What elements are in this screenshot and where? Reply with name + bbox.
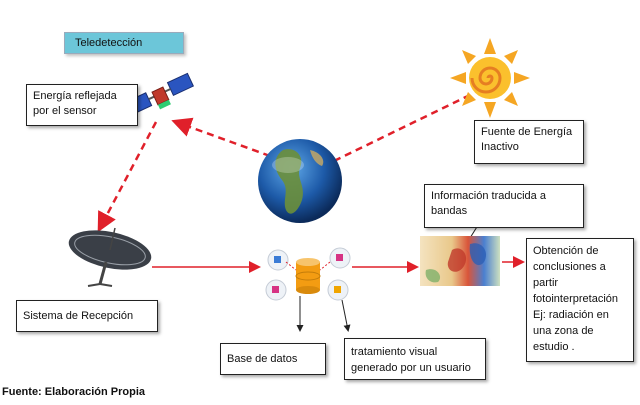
arrow-earth-to-satellite bbox=[171, 117, 271, 158]
label-bands-info: Información traducida a bandas bbox=[424, 184, 584, 228]
label-reflected-energy: Energía reflejada por el sensor bbox=[26, 84, 138, 126]
satellite-icon bbox=[125, 72, 195, 116]
label-visual-processing: tratamiento visual generado por un usuar… bbox=[344, 338, 486, 380]
arrow-to-tratamiento bbox=[341, 299, 351, 332]
label-database: Base de datos bbox=[220, 343, 326, 375]
earth-globe-icon bbox=[258, 139, 342, 223]
database-icon bbox=[265, 247, 351, 301]
label-energy-source: Fuente de Energía Inactivo bbox=[474, 120, 584, 164]
source-note: Fuente: Elaboración Propia bbox=[2, 386, 146, 398]
diagram-title: Teledetección bbox=[64, 32, 184, 54]
satellite-dish-icon bbox=[68, 227, 152, 287]
label-conclusions: Obtención de conclusiones a partir fotoi… bbox=[526, 238, 634, 362]
arrow-sun-to-earth bbox=[335, 93, 471, 162]
label-reception-system: Sistema de Recepción bbox=[16, 300, 158, 332]
arrow-satellite-to-dish bbox=[97, 121, 158, 233]
thematic-map-icon bbox=[420, 236, 500, 286]
sun-icon bbox=[450, 38, 530, 118]
